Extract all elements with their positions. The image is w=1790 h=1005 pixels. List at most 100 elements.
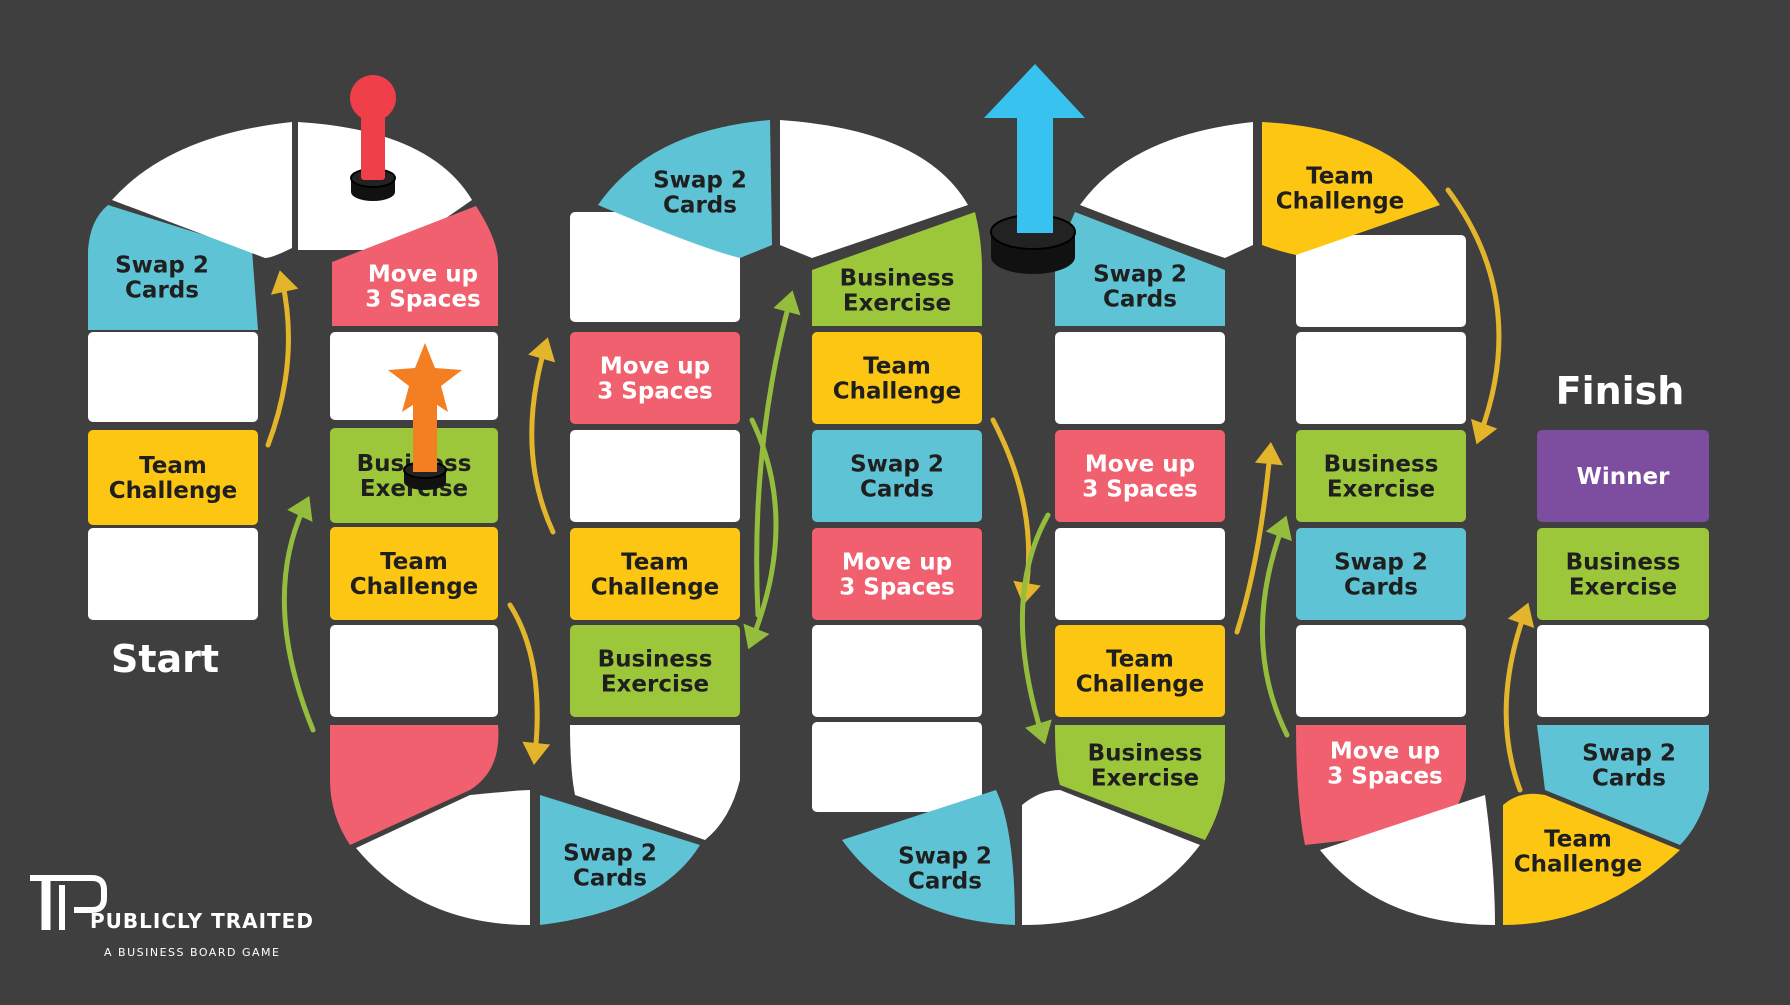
tile-label-line: Team — [1306, 164, 1374, 190]
tiles-layer: TeamChallengeBusinessExerciseTeamChallen… — [88, 120, 1709, 925]
tile-label-line: 3 Spaces — [597, 379, 712, 405]
tile-label-line: Cards — [125, 278, 199, 304]
publicly-traited-logo-icon — [30, 875, 107, 930]
connector-arrow-icon — [507, 602, 551, 765]
board-space-move-up-3-spaces[interactable]: Move up3 Spaces — [332, 206, 498, 326]
tile-label-line: Exercise — [601, 672, 709, 698]
tile-label-line: Cards — [1592, 766, 1666, 792]
tile-label-line: Move up — [1330, 739, 1440, 765]
tile-label-line: Move up — [842, 550, 952, 576]
tile-label-line: 3 Spaces — [839, 575, 954, 601]
connector-arrow-icon — [754, 290, 801, 618]
tile-label-line: Team — [1544, 827, 1612, 853]
board-space-blank[interactable] — [1080, 122, 1253, 258]
tile-label-line: Cards — [1344, 575, 1418, 601]
board-space-blank[interactable] — [1537, 625, 1709, 717]
board-space-blank[interactable] — [1296, 625, 1466, 717]
tile-label-line: Exercise — [1091, 766, 1199, 792]
tile-label-line: Cards — [663, 193, 737, 219]
tile-label-line: Swap 2 — [850, 452, 944, 478]
board-space-blank[interactable] — [112, 122, 292, 258]
board-space-blank[interactable] — [1055, 332, 1225, 424]
orange-star-pawn-icon[interactable] — [388, 343, 462, 490]
board-space-blank[interactable] — [1296, 235, 1466, 327]
board-space-blank[interactable] — [1022, 790, 1200, 925]
tile-label-line: Challenge — [833, 379, 962, 405]
connector-arrow-icon — [265, 270, 299, 448]
board-space-blank[interactable] — [812, 722, 982, 812]
board-space-blank[interactable] — [356, 790, 530, 925]
board-space-blank[interactable] — [1296, 332, 1466, 424]
arrows-layer — [265, 187, 1535, 793]
board-space-blank[interactable] — [812, 625, 982, 717]
tile-label-line: Business — [1324, 452, 1439, 478]
tile-label-line: Challenge — [1276, 189, 1405, 215]
board-space-move-up-3-spaces[interactable]: Move up3 Spaces — [1055, 430, 1225, 522]
board-space-blank[interactable] — [570, 430, 740, 522]
board-space-blank[interactable] — [88, 528, 258, 620]
connector-arrow-icon — [1503, 602, 1535, 793]
tile-label-line: Exercise — [1327, 477, 1435, 503]
tile-label-line: Challenge — [350, 574, 479, 600]
tile-label-line: 3 Spaces — [1327, 764, 1442, 790]
tile-label-line: Exercise — [1569, 575, 1677, 601]
start-label: Start — [111, 637, 219, 681]
red-pawn-icon[interactable] — [350, 75, 396, 201]
tile-label-line: Team — [621, 550, 689, 576]
board-space-winner[interactable]: Winner — [1537, 430, 1709, 522]
connector-arrow-icon — [990, 417, 1041, 605]
board-space-blank[interactable] — [330, 625, 498, 717]
tile-label-line: Swap 2 — [1093, 262, 1187, 288]
board-space-move-up-3-spaces[interactable]: Move up3 Spaces — [570, 332, 740, 424]
tile-label-line: Move up — [368, 262, 478, 288]
tile-label-line: Team — [139, 453, 207, 479]
connector-arrow-icon — [281, 495, 316, 733]
board-space-blank[interactable] — [1055, 528, 1225, 620]
tile-label-line: 3 Spaces — [1082, 477, 1197, 503]
connector-arrow-icon — [1445, 187, 1502, 445]
board-space-blank[interactable] — [88, 332, 258, 422]
tile-label-line: 3 Spaces — [365, 287, 480, 313]
brand-logo: PUBLICLY TRAITED A BUSINESS BOARD GAME — [30, 875, 313, 959]
board-space-blank[interactable] — [1320, 795, 1495, 925]
tile-label-line: Business — [1566, 550, 1681, 576]
tile-label-line: Challenge — [109, 478, 238, 504]
tile-label-line: Cards — [908, 869, 982, 895]
tile-label-line: Team — [1106, 647, 1174, 673]
board-space-move-up-3-spaces[interactable]: Move up3 Spaces — [812, 528, 982, 620]
board-space-move-up-3-spaces[interactable] — [330, 725, 499, 845]
blue-arrow-pawn-icon[interactable] — [984, 64, 1085, 274]
tile-label-line: Move up — [1085, 452, 1195, 478]
finish-label: Finish — [1556, 369, 1685, 413]
board-space-blank[interactable] — [780, 120, 968, 258]
tile-label-line: Team — [380, 549, 448, 575]
tile-label-line: Swap 2 — [1582, 741, 1676, 767]
board-space-blank[interactable] — [570, 725, 740, 840]
board-space-move-up-3-spaces[interactable]: Move up3 Spaces — [1296, 725, 1466, 845]
tile-label-line: Cards — [1103, 287, 1177, 313]
tile-label-line: Business — [598, 647, 713, 673]
connector-arrow-icon — [1234, 442, 1283, 635]
pieces-layer — [350, 64, 1085, 490]
